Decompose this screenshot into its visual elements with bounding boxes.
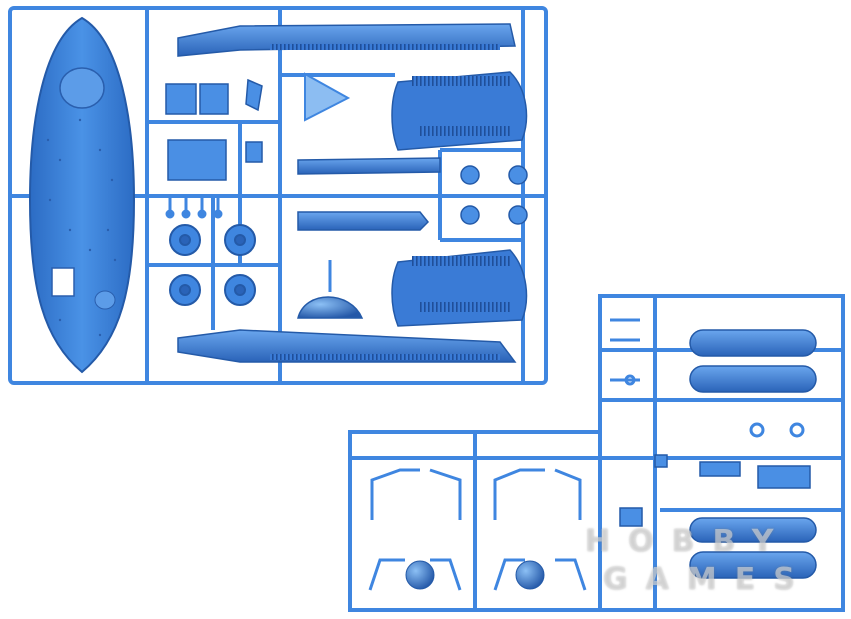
ring-parts [624, 374, 805, 438]
wheel-parts [169, 224, 256, 306]
middle-strip-parts [297, 157, 441, 231]
engine-cowling-bottom [391, 249, 528, 327]
small-bracket-parts [165, 78, 263, 181]
peg-row [165, 198, 223, 219]
ball-parts [405, 560, 545, 590]
long-rail-part-top [177, 23, 516, 57]
small-plate-parts [619, 454, 811, 527]
wire-strut-parts [368, 318, 640, 591]
dome-part [297, 260, 364, 319]
triangle-part [304, 72, 351, 122]
gear-disc-parts [460, 165, 528, 225]
engine-cowling-top [391, 71, 528, 151]
long-rail-part-bottom [177, 329, 517, 363]
float-pontoon-parts [689, 329, 817, 579]
hull-deck-part [28, 16, 136, 374]
